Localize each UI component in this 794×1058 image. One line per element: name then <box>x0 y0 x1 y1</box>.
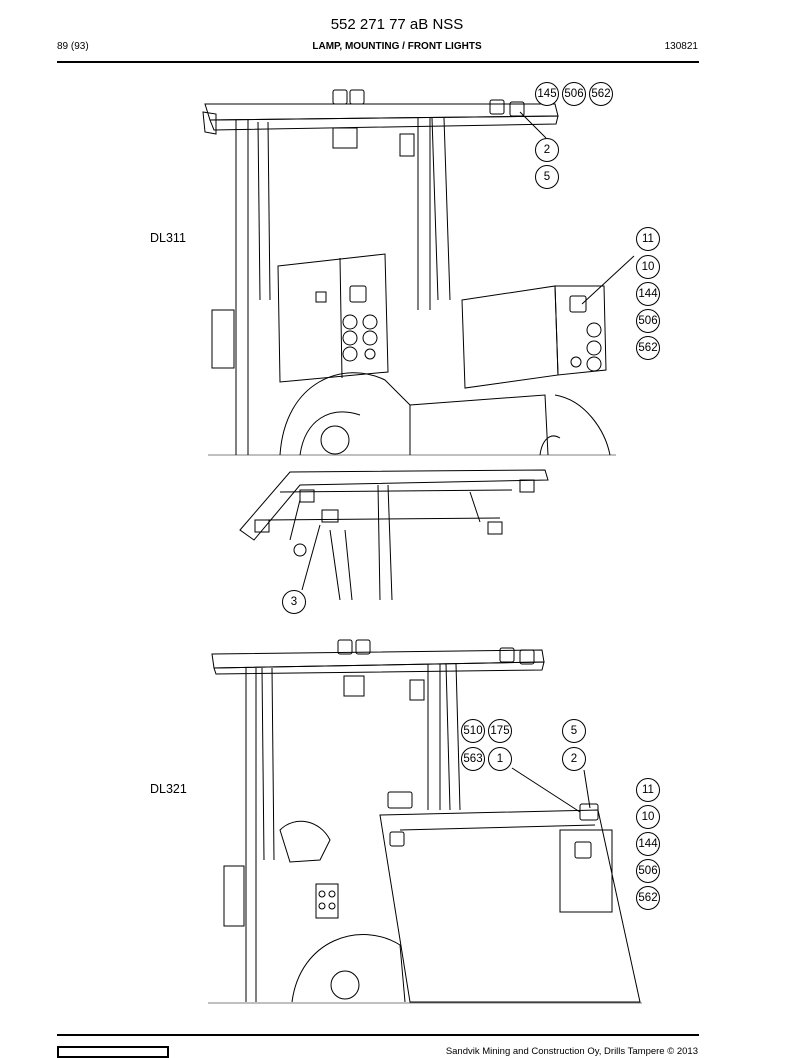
callout-510: 510 <box>461 719 485 743</box>
callout-2: 2 <box>535 138 559 162</box>
callout-5: 5 <box>535 165 559 189</box>
callout-506: 506 <box>562 82 586 106</box>
footer-copyright: Sandvik Mining and Construction Oy, Dril… <box>445 1046 698 1057</box>
callout-562: 562 <box>636 336 660 360</box>
drill-rig-dl321-drawing <box>208 639 642 1004</box>
callout-11: 11 <box>636 227 660 251</box>
callout-2: 2 <box>562 747 586 771</box>
section-title: LAMP, MOUNTING / FRONT LIGHTS <box>312 41 482 52</box>
callout-562: 562 <box>589 82 613 106</box>
drill-rig-dl311-drawing <box>202 89 616 456</box>
callout-506: 506 <box>636 309 660 333</box>
callout-563: 563 <box>461 747 485 771</box>
document-id: 552 271 77 aB NSS <box>330 16 464 33</box>
header-rule <box>57 61 699 63</box>
callout-10: 10 <box>636 255 660 279</box>
callout-145: 145 <box>535 82 559 106</box>
canopy-detail-drawing <box>239 469 549 601</box>
model-label-dl321: DL321 <box>150 782 187 796</box>
callout-1: 1 <box>488 747 512 771</box>
date-code: 130821 <box>664 41 698 52</box>
callout-144: 144 <box>636 832 660 856</box>
callout-11: 11 <box>636 778 660 802</box>
callout-506: 506 <box>636 859 660 883</box>
callout-144: 144 <box>636 282 660 306</box>
company-logo <box>57 1046 169 1058</box>
callout-10: 10 <box>636 805 660 829</box>
callout-175: 175 <box>488 719 512 743</box>
page-number: 89 (93) <box>57 41 89 52</box>
callout-562: 562 <box>636 886 660 910</box>
footer-rule <box>57 1034 699 1036</box>
callout-5: 5 <box>562 719 586 743</box>
callout-3: 3 <box>282 590 306 614</box>
model-label-dl311: DL311 <box>150 231 186 245</box>
